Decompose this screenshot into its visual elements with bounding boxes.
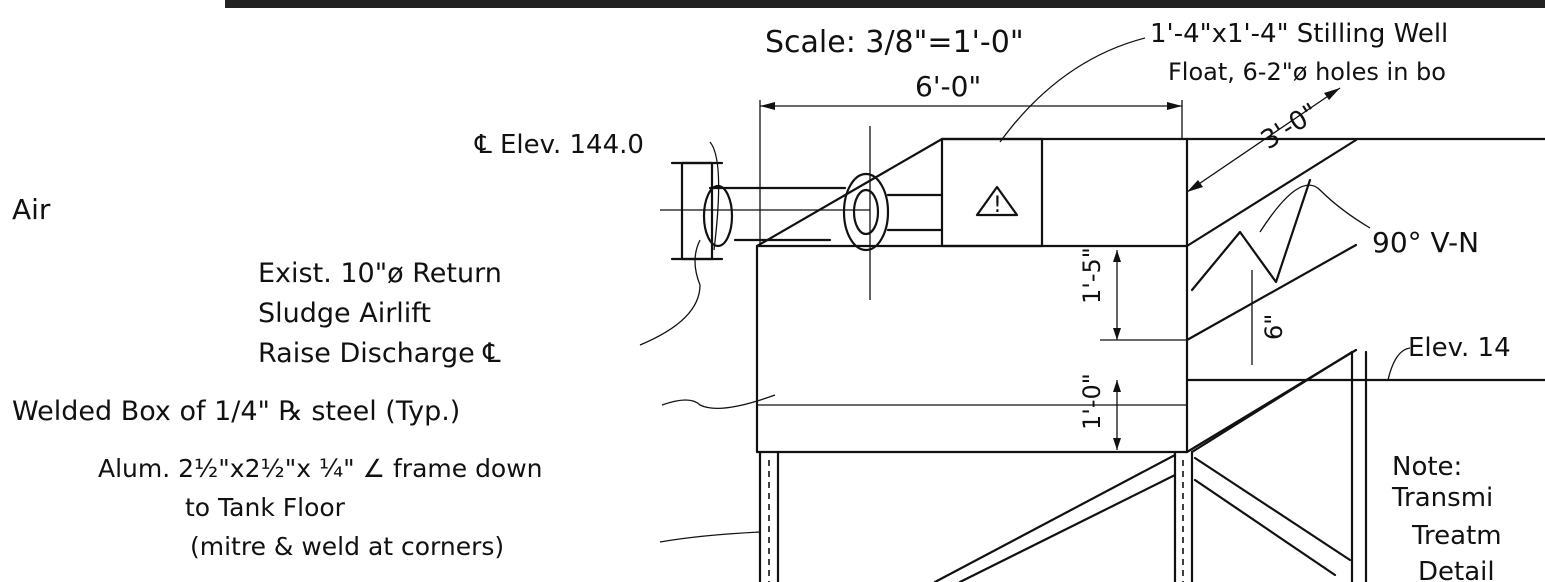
- elev-cl-label: ℄ Elev. 144.0: [474, 130, 644, 160]
- air-label: Air: [12, 193, 51, 226]
- note-line-1: Transmi: [1391, 483, 1493, 513]
- stilling-well-label: 1'-4"x1'-4" Stilling Well: [1150, 19, 1448, 49]
- v-notch: [1190, 178, 1312, 292]
- warning-triangle: [975, 185, 1019, 217]
- return-label-3: Raise Discharge ℄: [258, 338, 501, 369]
- frame-leader: [659, 531, 761, 543]
- stilling-well-float-label: Float, 6-2"ø holes in bo: [1168, 58, 1446, 86]
- return-label-2: Sludge Airlift: [258, 298, 431, 329]
- frame-label-2: to Tank Floor: [185, 493, 346, 522]
- top-border: [225, 0, 1545, 8]
- return-label-1: Exist. 10"ø Return: [258, 258, 502, 289]
- dim-h1-label: 1'-5": [1078, 247, 1106, 304]
- dim-width-label: 6'-0": [915, 70, 981, 103]
- elev-right-label: Elev. 14: [1408, 333, 1511, 363]
- weir-box-top: [755, 137, 1189, 248]
- scale-label: Scale: 3/8"=1'-0": [765, 25, 1024, 60]
- return-leader: [639, 239, 701, 346]
- weir-box-front: [755, 244, 1189, 454]
- note-line-2: Treatm: [1411, 521, 1502, 551]
- frame-label-1: Alum. 2½"x2½"x ¼" ∠ frame down: [98, 454, 543, 483]
- warning-symbol: !: [993, 193, 1002, 218]
- box-leader: [661, 394, 776, 409]
- return-pipe: [660, 126, 944, 300]
- elev-leader: [1387, 347, 1411, 381]
- dim-height: [1100, 250, 1253, 450]
- dim-depth: [1186, 87, 1341, 193]
- box-label: Welded Box of 1/4" ℞ steel (Typ.): [12, 396, 460, 427]
- dim-h2-label: 1'-0": [1078, 373, 1106, 430]
- dim-width: [759, 100, 1183, 246]
- elev-cl-leader: [709, 141, 720, 251]
- frame-label-3: (mitre & weld at corners): [190, 532, 504, 561]
- notch-leader: [1259, 184, 1371, 233]
- note-label: Note:: [1392, 452, 1462, 482]
- stilling-well-leader: [999, 37, 1146, 143]
- angle-frame: [758, 350, 1368, 582]
- dim-v-label: 6": [1260, 314, 1288, 340]
- note-line-3: Detail: [1418, 557, 1495, 582]
- v-notch-label: 90° V-N: [1372, 226, 1479, 259]
